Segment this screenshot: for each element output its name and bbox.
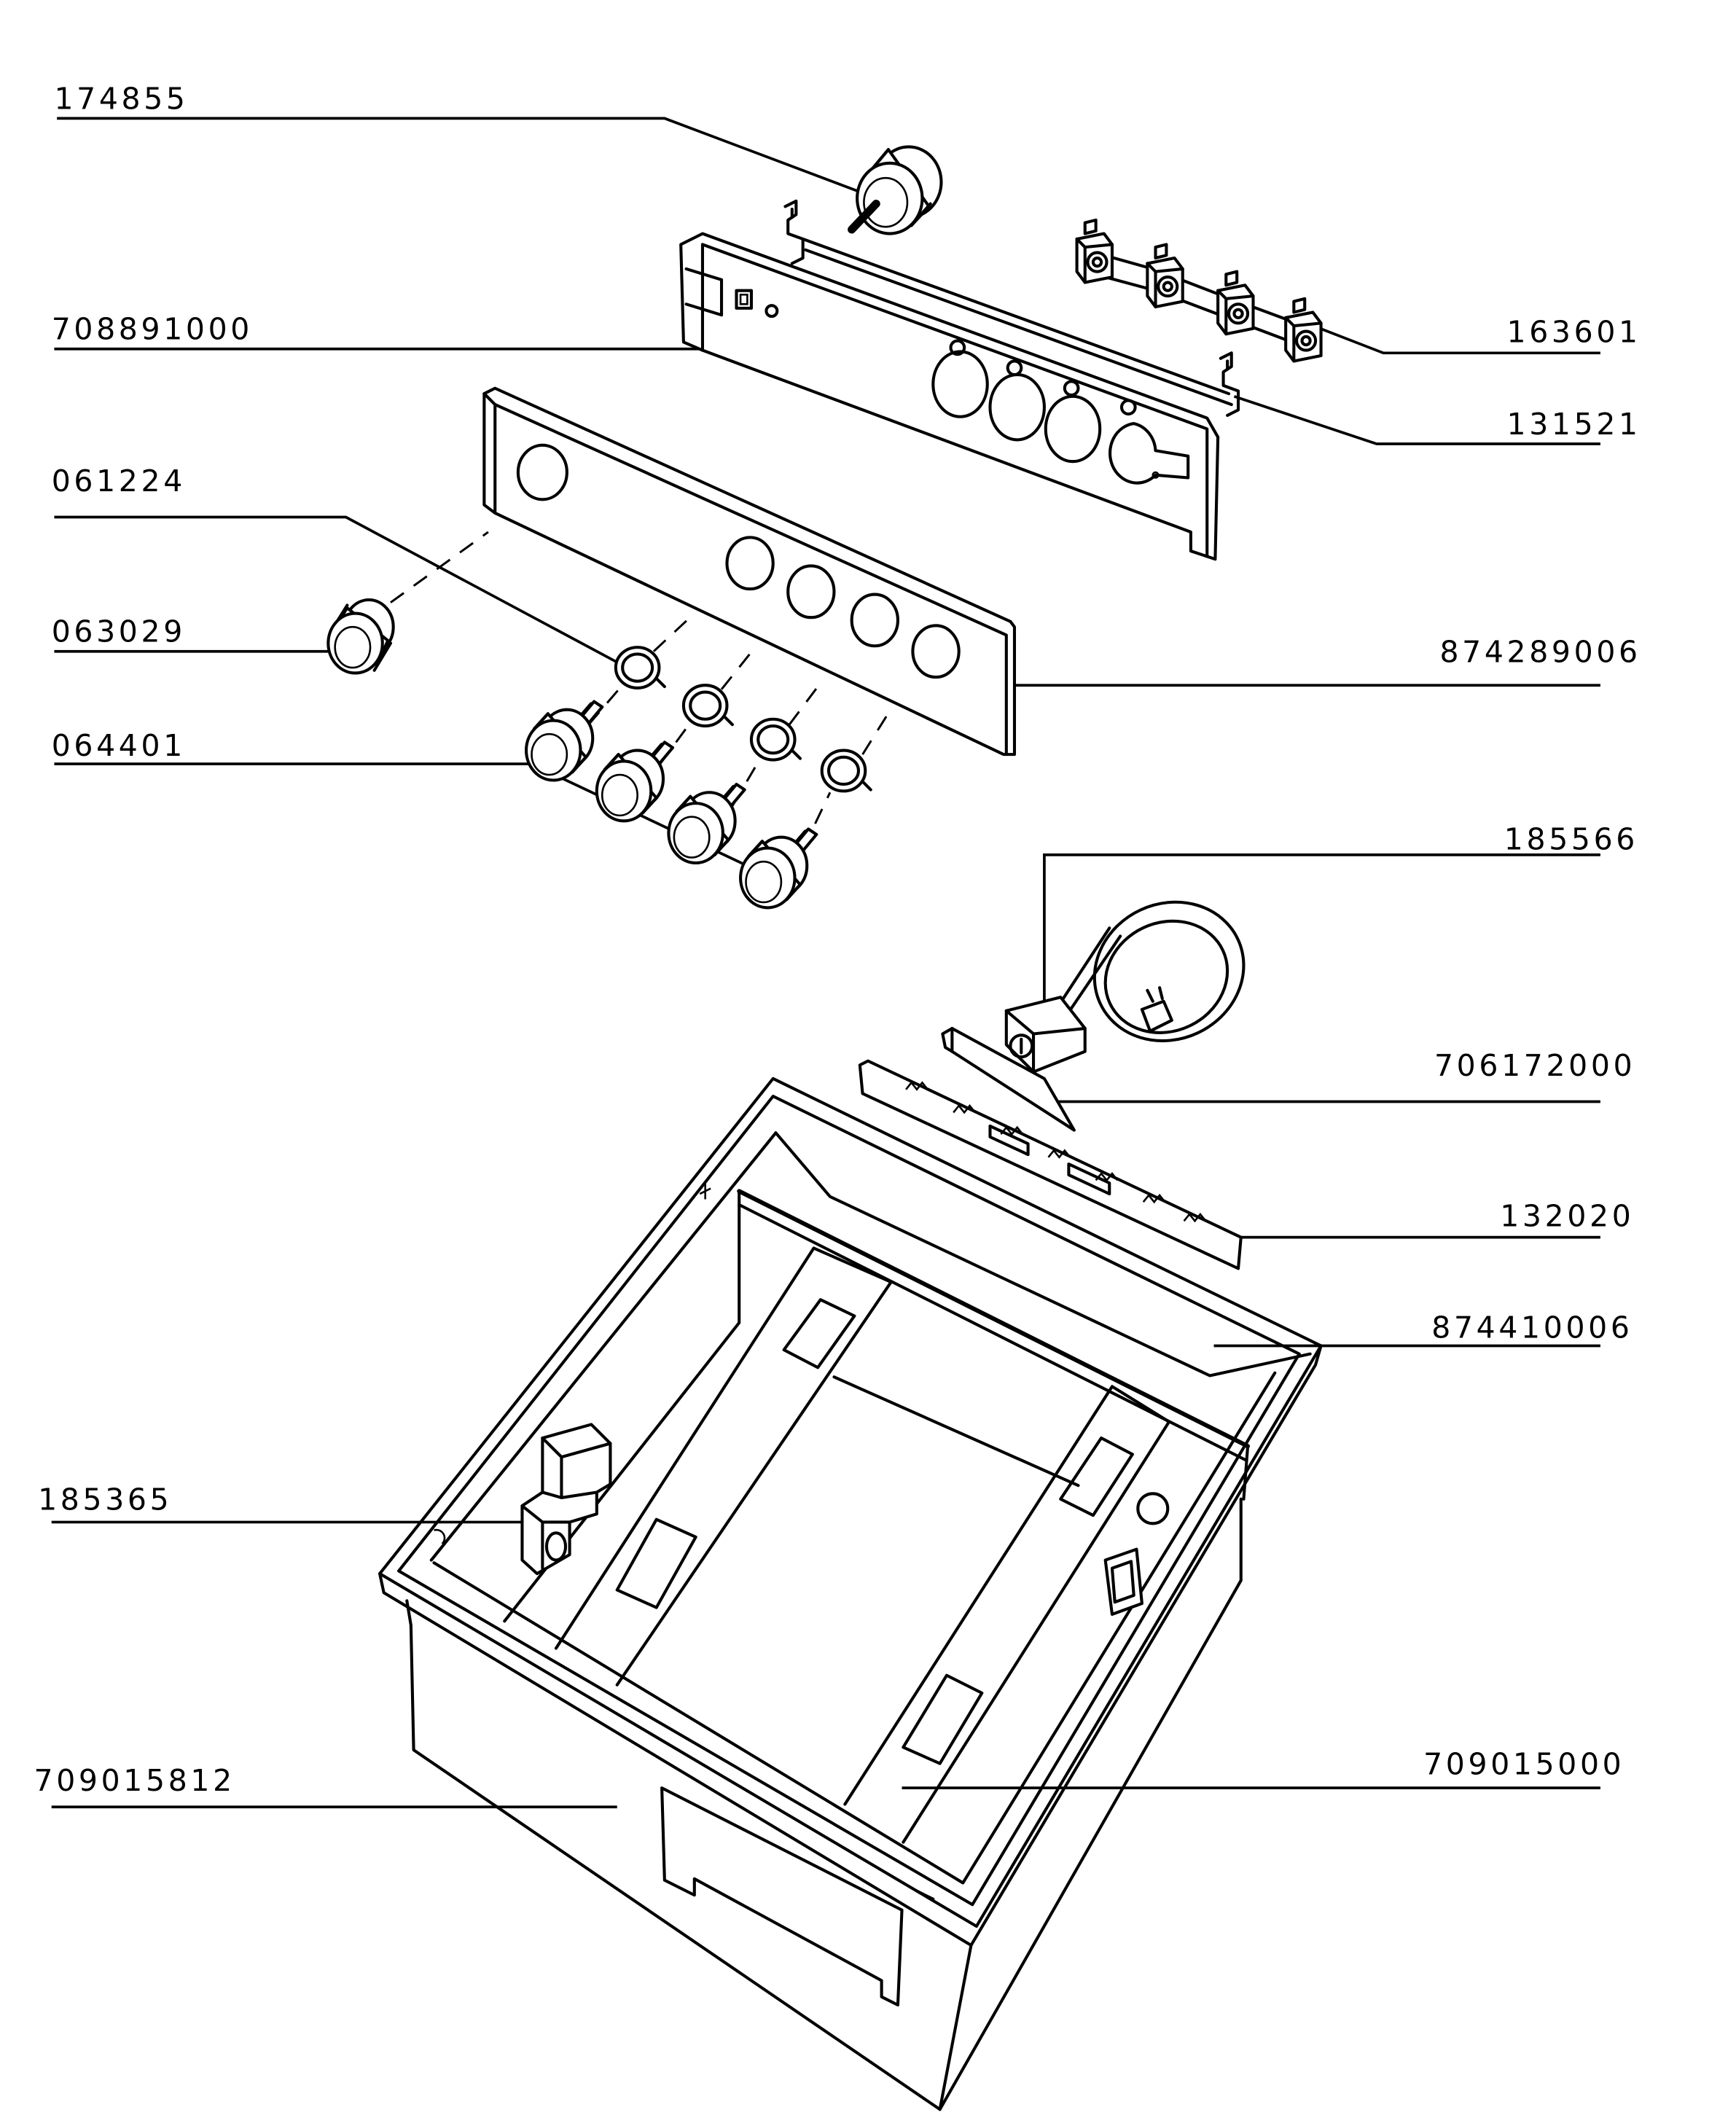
part-number-label-front-panel: 874289006 (1439, 635, 1641, 670)
terminal-strip (858, 1059, 1243, 1270)
part-number-label-thermostat: 174855 (54, 81, 188, 116)
leader-line-thermostat (57, 117, 885, 203)
part-number-label-knob-rings: 061224 (52, 464, 186, 499)
part-number-label-brackets: 131521 (1507, 407, 1641, 442)
part-number-label-power-cord: 185566 (1504, 821, 1638, 856)
knob-ring (616, 647, 665, 688)
part-number-label-top-panel: 874410006 (1431, 1310, 1633, 1345)
knob-ring (822, 751, 871, 792)
mounting-bracket-right (1221, 353, 1238, 415)
control-knob (668, 784, 744, 863)
top-shelf-panel (737, 1131, 1312, 1461)
leader-line-power-cord (1043, 853, 1600, 1031)
part-number-label-side-switch: 185365 (38, 1482, 172, 1517)
support-rail-left (554, 1246, 893, 1687)
leader-line-brackets (1233, 395, 1600, 445)
power-cord (1004, 900, 1246, 1074)
part-number-label-switch-strip: 163601 (1507, 314, 1641, 349)
single-knob (327, 598, 395, 675)
part-number-label-inner-housing: 709015000 (1423, 1747, 1624, 1782)
outer-casing (378, 1344, 1323, 2111)
housing-switch (1103, 1547, 1143, 1617)
side-switch-block (520, 1423, 612, 1576)
support-rail-right (843, 1385, 1171, 1844)
knob-ring (684, 685, 732, 726)
housing-hole (1136, 1492, 1170, 1525)
switch-block (1147, 244, 1182, 307)
casing-cutout (660, 1786, 904, 2006)
front-fascia-panel (482, 386, 1017, 757)
switch-block (1077, 220, 1112, 283)
control-knob (597, 742, 673, 821)
leader-line-switch-strip (1299, 318, 1600, 355)
leader-line-knob-rings (54, 515, 618, 664)
control-knob (740, 829, 816, 907)
part-number-label-terminal-strip: 132020 (1500, 1199, 1634, 1234)
part-number-label-rear-panel: 708891000 (52, 312, 253, 347)
switch-block (1218, 272, 1253, 335)
cord-junction-box (1004, 996, 1087, 1074)
mounting-brackets (785, 201, 1238, 415)
knob-ring (751, 719, 800, 760)
mounting-bracket-left (785, 201, 802, 264)
thermostat (848, 145, 943, 235)
switch-block (1286, 299, 1321, 362)
part-number-label-outer-casing: 709015812 (34, 1763, 235, 1798)
inner-housing (378, 1076, 1323, 1928)
control-knob (526, 702, 602, 781)
part-number-label-cord-bracket: 706172000 (1434, 1048, 1635, 1083)
part-number-label-control-knobs: 064401 (52, 728, 186, 763)
part-number-label-single-knob: 063029 (52, 614, 186, 649)
part-number-labels: 174855 708891000 061224 063029 064401 18… (34, 81, 1641, 1798)
rear-control-panel (679, 232, 1220, 561)
switch-strip (1077, 220, 1323, 362)
cord-clamp-bracket (941, 1026, 1076, 1132)
